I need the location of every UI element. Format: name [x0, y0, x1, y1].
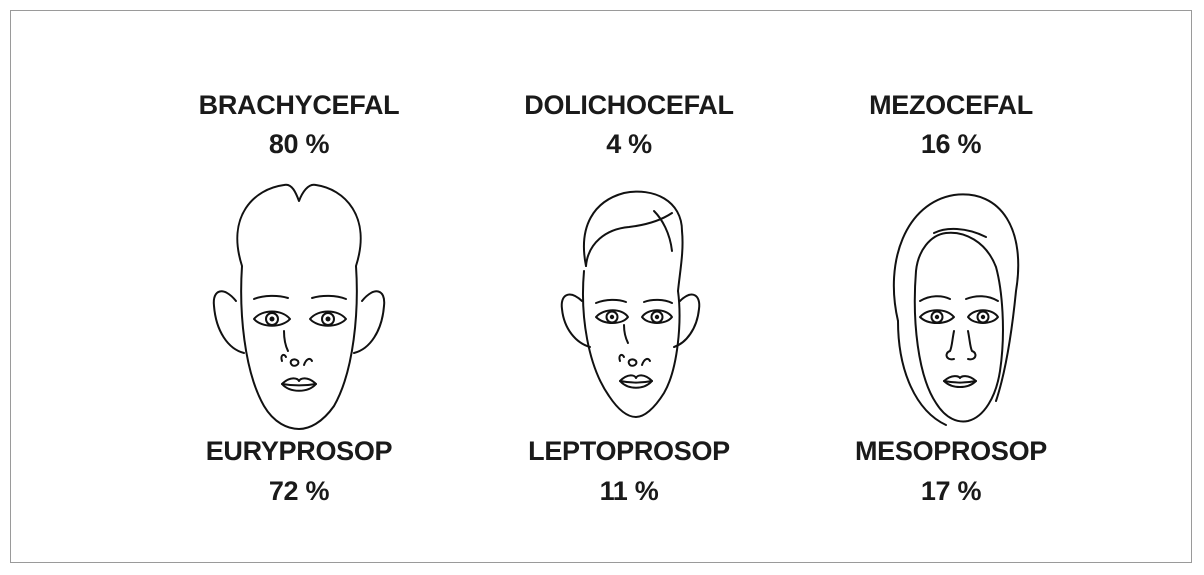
- face-type-percent: 17 %: [811, 475, 1091, 507]
- head-type-percent: 16 %: [811, 128, 1091, 160]
- face-type-label: LEPTOPROSOP: [489, 435, 769, 467]
- figure-frame: BRACHYCEFAL 80 %: [10, 10, 1192, 563]
- column-mezocefal: MEZOCEFAL 16 %: [811, 11, 1091, 564]
- column-brachycefal: BRACHYCEFAL 80 %: [159, 11, 439, 564]
- broad-face-icon: [184, 171, 414, 441]
- head-type-label: BRACHYCEFAL: [159, 89, 439, 121]
- column-dolichocefal: DOLICHOCEFAL 4 %: [489, 11, 769, 564]
- long-face-icon: [514, 171, 744, 441]
- face-type-percent: 72 %: [159, 475, 439, 507]
- medium-face-icon: [836, 171, 1066, 441]
- head-type-label: MEZOCEFAL: [811, 89, 1091, 121]
- head-type-percent: 80 %: [159, 128, 439, 160]
- head-type-percent: 4 %: [489, 128, 769, 160]
- head-type-label: DOLICHOCEFAL: [489, 89, 769, 121]
- face-type-label: MESOPROSOP: [811, 435, 1091, 467]
- face-type-percent: 11 %: [489, 475, 769, 507]
- face-type-label: EURYPROSOP: [159, 435, 439, 467]
